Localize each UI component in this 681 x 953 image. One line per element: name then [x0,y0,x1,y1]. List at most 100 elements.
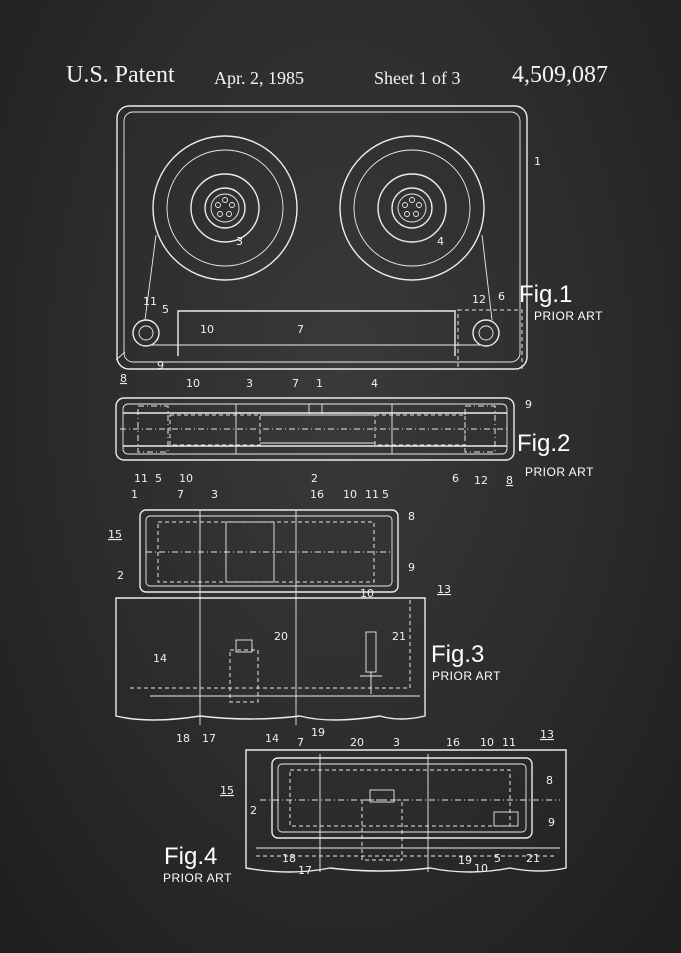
fig1-ref: 7 [297,323,304,336]
header-date: Apr. 2, 1985 [214,68,304,88]
fig3-deck-view: 1 7 3 16 10 11 5 8 15 2 9 10 13 20 21 14… [108,488,501,745]
fig4-pin [493,811,519,827]
fig1-ref: 10 [200,323,214,336]
fig3-ref: 16 [310,488,324,501]
fig4-ref: 5 [494,852,501,865]
fig4-head [361,799,403,861]
fig1-hub-right [391,187,433,229]
fig1-guide-roller-right [472,319,500,347]
fig4-label: Fig.4 [164,843,217,870]
fig2-ref: 9 [525,398,532,411]
fig4-ref: 14 [265,732,279,745]
fig4-ref: 13 [540,728,554,741]
fig1-tape-left [144,234,157,321]
fig1-leader-8 [115,351,126,361]
fig3-ref: 20 [274,630,288,643]
fig1-corner-box [457,309,523,370]
fig1-hub-left [204,187,246,229]
fig2-outer-shell [115,397,515,461]
fig3-ref: 15 [108,528,122,541]
fig4-ref: 11 [502,736,516,749]
fig3-label: Fig.3 [431,641,484,668]
fig1-tape-right [481,234,493,321]
fig4-ref: 10 [480,736,494,749]
fig2-label: Fig.2 [517,430,570,457]
fig1-ref: 8 [120,372,127,385]
fig4-prior-art: PRIOR ART [163,871,232,885]
fig3-ref: 7 [177,488,184,501]
fig1-guide-roller-left [132,319,160,347]
fig4-ref: 17 [298,864,312,877]
fig1-hub-holes [215,197,422,217]
fig2-ref: 10 [186,377,200,390]
fig1-hub-right-ring [397,193,427,223]
fig2-ref: 1 [316,377,323,390]
fig3-ref: 9 [408,561,415,574]
fig2-dashed [169,414,261,446]
fig3-deck [115,597,426,721]
fig4-ref: 19 [458,854,472,867]
fig3-ref: 17 [202,732,216,745]
fig2-ref: 7 [292,377,299,390]
fig4-ref: 18 [282,852,296,865]
fig3-ref: 18 [176,732,190,745]
fig1-label: Fig.1 [519,281,572,308]
fig3-ref: 2 [117,569,124,582]
fig4-ref: 20 [350,736,364,749]
fig3-ref: 10 [343,488,357,501]
fig1-guide-roller-right-inner [478,325,494,341]
fig4-inserted-view: 14 7 20 3 16 10 11 13 8 15 2 9 18 17 19 … [163,728,567,885]
fig1-reel-right [339,135,485,281]
fig3-ref: 1 [131,488,138,501]
fig1-reel-left [152,135,298,281]
fig3-ref: 19 [311,726,325,739]
fig3-dashed [130,600,411,689]
fig1-hub-left-ring [210,193,240,223]
fig2-prior-art: PRIOR ART [525,465,594,479]
fig2-ref: 8 [506,474,513,487]
fig4-deck [245,749,567,873]
fig3-ref: 8 [408,510,415,523]
fig1-ref: 5 [162,303,169,316]
fig3-ref: 10 [360,587,374,600]
fig1-reel-right-inner [353,149,471,267]
fig3-ref: 3 [211,488,218,501]
fig3-window [225,521,275,583]
fig1-hub-left-outer [190,173,260,243]
fig2-side-view: 10 3 7 1 4 9 11 5 10 2 6 12 8 Fig.2 PRIO… [115,377,594,487]
header-patent: U.S. Patent [66,62,175,88]
fig3-cassette-inner [145,515,393,587]
fig3-head [229,649,259,703]
header-patent-number: 4,509,087 [512,62,608,88]
fig3-ref: 14 [153,652,167,665]
fig4-ref: 3 [393,736,400,749]
fig3-pin [365,631,377,673]
fig4-ref: 8 [546,774,553,787]
fig2-ref: 11 [134,472,148,485]
fig2-ref: 5 [155,472,162,485]
fig4-cassette-inner [277,763,527,833]
fig4-ref: 9 [548,816,555,829]
fig4-head-top [369,789,395,803]
fig1-guide-roller-left-inner [138,325,154,341]
fig1-ref: 6 [498,290,505,303]
fig1-ref: 11 [143,295,157,308]
fig3-ref: 21 [392,630,406,643]
fig1-inner-shell [123,111,521,363]
fig1-ref: 3 [236,235,243,248]
fig2-ref: 10 [179,472,193,485]
fig3-ref: 11 [365,488,379,501]
fig4-ref: 21 [526,852,540,865]
fig1-ref: 12 [472,293,486,306]
fig4-ref: 15 [220,784,234,797]
fig4-ref: 2 [250,804,257,817]
fig2-dashed [374,414,466,446]
fig2-dashed [464,405,496,453]
fig2-ref: 4 [371,377,378,390]
fig4-ref: 10 [474,862,488,875]
fig1-prior-art: PRIOR ART [534,309,603,323]
fig4-ref: 16 [446,736,460,749]
fig3-head-top [235,639,253,653]
